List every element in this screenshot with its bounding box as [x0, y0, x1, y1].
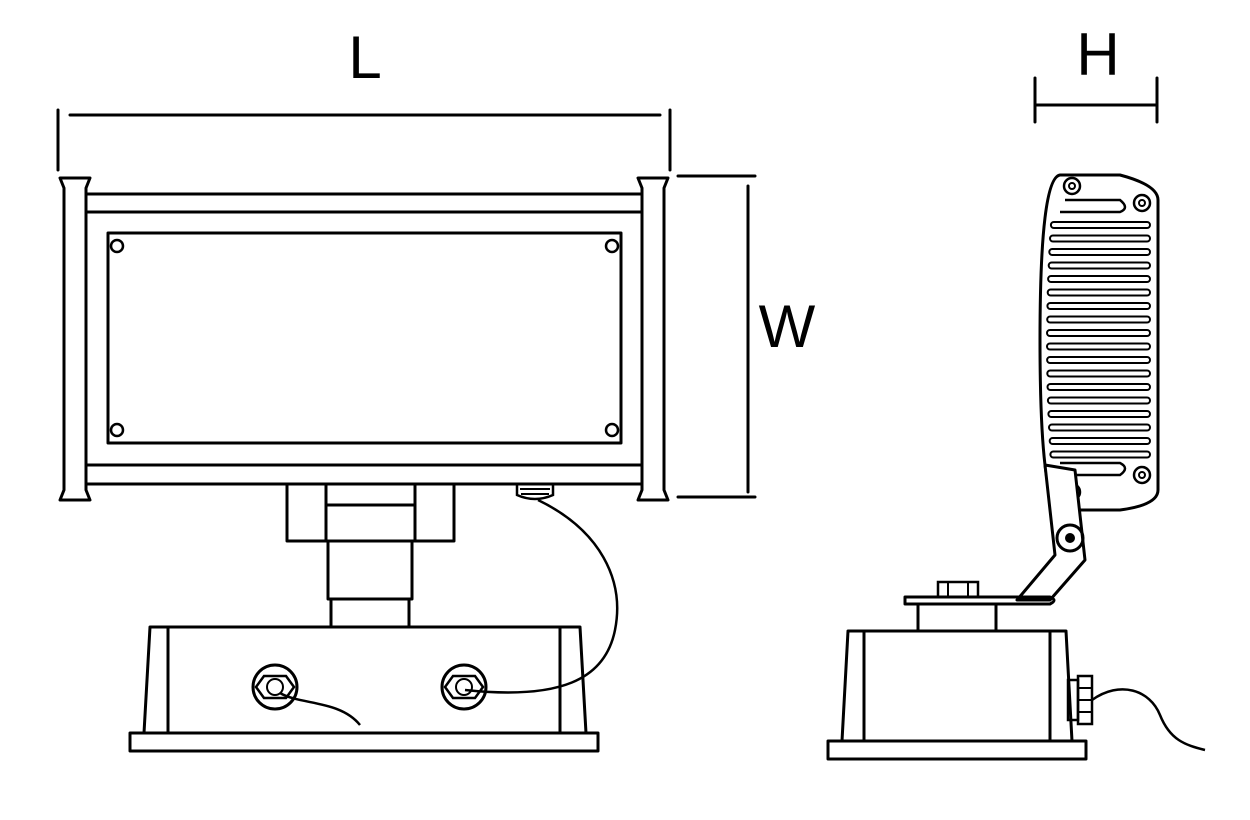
height-label: H	[1076, 21, 1119, 88]
screw-icon	[604, 422, 620, 438]
heat-sink-fin	[1046, 329, 1151, 337]
heat-sink-fin	[1046, 342, 1151, 351]
heat-sink-fin	[1048, 423, 1151, 432]
heat-sink-fin	[1048, 248, 1152, 256]
heat-sink-fin	[1046, 383, 1151, 391]
heat-sink-fins	[1046, 221, 1152, 459]
heat-sink-fin	[1046, 369, 1152, 378]
cable-gland-right	[440, 663, 488, 711]
screw-icon	[109, 238, 125, 254]
heat-sink-fin	[1049, 234, 1151, 243]
heat-sink-fin	[1049, 221, 1152, 229]
heat-sink-fin	[1047, 410, 1152, 418]
pivot-bolt-icon	[1055, 523, 1085, 553]
screw-icon	[1132, 193, 1152, 213]
lamp-head-front	[58, 176, 670, 502]
width-label: W	[759, 293, 816, 360]
heat-sink-fin	[1046, 302, 1152, 310]
front-view: L W	[56, 24, 816, 753]
heat-sink-fin	[1047, 275, 1151, 283]
screw-icon	[109, 422, 125, 438]
length-dimension: L	[56, 24, 672, 172]
screw-icon	[1132, 465, 1152, 485]
width-dimension: W	[676, 174, 816, 499]
height-dimension: H	[1033, 21, 1159, 124]
bracket-side	[903, 463, 1087, 633]
heat-sink-fin	[1048, 437, 1151, 445]
length-label: L	[348, 24, 381, 91]
screw-icon	[1062, 176, 1082, 196]
screw-icon	[604, 238, 620, 254]
side-view: H	[826, 21, 1206, 761]
base-box-side	[826, 629, 1206, 761]
base-box-front	[128, 625, 600, 753]
heat-sink-fin	[1046, 356, 1151, 364]
cable-gland-left	[251, 663, 299, 711]
cable-gland-head	[464, 485, 619, 694]
heat-sink-fin	[1047, 261, 1151, 270]
heat-sink-fin	[1046, 396, 1152, 405]
cable-gland-side	[1066, 674, 1206, 752]
heat-sink-fin	[1049, 450, 1152, 459]
heat-sink-fin	[1046, 288, 1151, 297]
lens-panel	[106, 231, 623, 445]
bracket-front	[285, 482, 456, 629]
lamp-head-side	[1038, 173, 1160, 512]
heat-sink-fin	[1046, 315, 1151, 324]
